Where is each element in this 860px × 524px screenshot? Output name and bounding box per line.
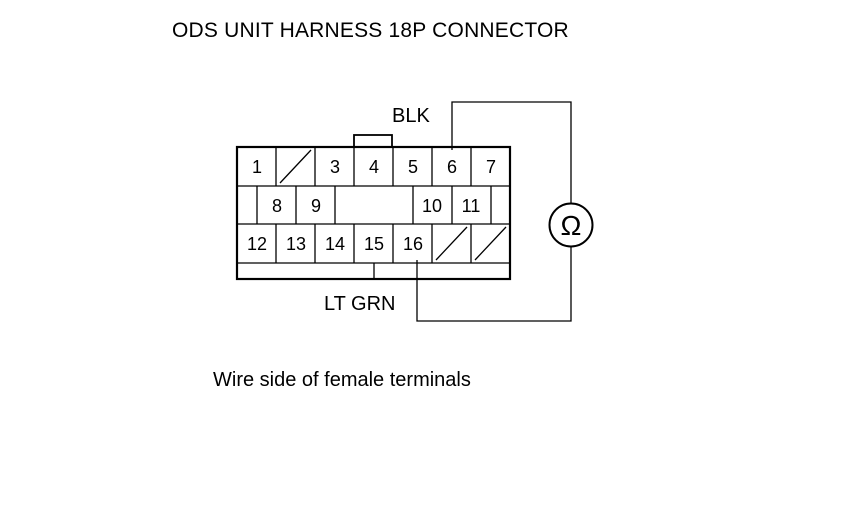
- blk-wire-label: BLK: [392, 105, 430, 127]
- diagram-title: ODS UNIT HARNESS 18P CONNECTOR: [172, 19, 569, 42]
- pin-11-label: 11: [462, 196, 481, 216]
- pin-14-label: 14: [325, 234, 345, 254]
- pin-7-label: 7: [486, 157, 496, 177]
- pin-10-label: 10: [422, 196, 442, 216]
- diagram-caption: Wire side of female terminals: [213, 369, 471, 391]
- pin-8-label: 8: [272, 196, 282, 216]
- pin-13-label: 13: [286, 234, 306, 254]
- lt-grn-wire-label: LT GRN: [324, 293, 396, 315]
- pin-5-label: 5: [408, 157, 418, 177]
- blk-test-wire: [451, 101, 572, 204]
- pin-1-label: 1: [252, 157, 262, 177]
- pin-4-label: 4: [369, 157, 379, 177]
- pin-15-label: 15: [364, 234, 384, 254]
- pin-6-label: 6: [447, 157, 457, 177]
- pin-9-label: 9: [311, 196, 321, 216]
- pin-3-label: 3: [330, 157, 340, 177]
- connector-grid-lines: [237, 147, 510, 279]
- pin-16-label: 16: [403, 234, 423, 254]
- ohm-icon: Ω: [561, 210, 582, 241]
- lt-grn-test-wire: [416, 246, 572, 322]
- ohmmeter-circle: [548, 202, 594, 248]
- connector-body: [235, 145, 512, 281]
- pin-12-label: 12: [247, 234, 267, 254]
